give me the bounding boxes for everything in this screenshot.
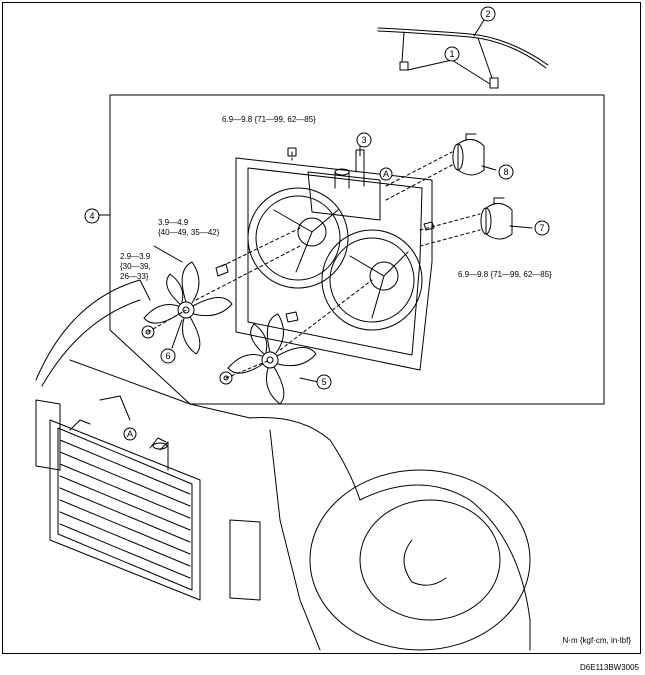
units-legend: N·m {kgf·cm, in·lbf}: [562, 636, 631, 645]
cooling-fan-6: [143, 261, 233, 355]
callout-7-text: 7: [539, 223, 544, 233]
leader-lines: [153, 19, 533, 383]
fan-shroud: [235, 157, 433, 371]
callout-5: [316, 374, 332, 390]
assembly-lines: [147, 151, 481, 379]
torque-nut-3: 26—33}: [120, 272, 149, 281]
ref-a-lower-text: A: [127, 429, 133, 439]
torque-fan-bolt-2: {40—49, 35—42}: [158, 228, 220, 237]
vehicle-front-body: [35, 279, 531, 651]
fan-motor-8: [452, 133, 485, 176]
callout-7: [534, 220, 550, 236]
ref-a-upper-text: A: [383, 169, 389, 179]
callout-1-text: 1: [449, 49, 454, 59]
callout-8-text: 8: [503, 167, 508, 177]
figure-code: D6E113BW3005: [580, 663, 639, 672]
callout-2-text: 2: [485, 9, 490, 19]
ref-a-upper: [379, 167, 393, 181]
callout-2: [480, 6, 496, 22]
diagram-frame: [2, 2, 641, 654]
callout-4-text: 4: [89, 211, 94, 221]
torque-fan-bolt-1: 3.9—4.9: [158, 218, 189, 227]
cooling-fan-5: [227, 313, 317, 405]
callout-8: [498, 164, 514, 180]
exploded-view-box: [97, 94, 605, 405]
ac-condenser: [49, 419, 201, 601]
torque-nut-1: 2.9—3.9: [120, 252, 151, 261]
callout-3-text: 3: [361, 135, 366, 145]
torque-top-bolt: 6.9—9.8 {71—99, 62—85}: [222, 115, 316, 124]
wiring-harness: [377, 27, 549, 89]
torque-nut-2: {30—39,: [120, 262, 151, 271]
callout-3: [356, 132, 372, 148]
callout-1: [444, 46, 460, 62]
ref-a-lower: [123, 427, 137, 441]
callout-6-text: 6: [165, 351, 170, 361]
radiator-reservoir: [307, 149, 381, 221]
callout-4: [84, 208, 100, 224]
fan-motor-7: [480, 197, 513, 240]
callout-6: [160, 348, 176, 364]
torque-right-bolt: 6.9—9.8 {71—99, 62—85}: [458, 270, 552, 279]
bolts-and-nuts: [141, 147, 435, 385]
callout-5-text: 5: [321, 377, 326, 387]
